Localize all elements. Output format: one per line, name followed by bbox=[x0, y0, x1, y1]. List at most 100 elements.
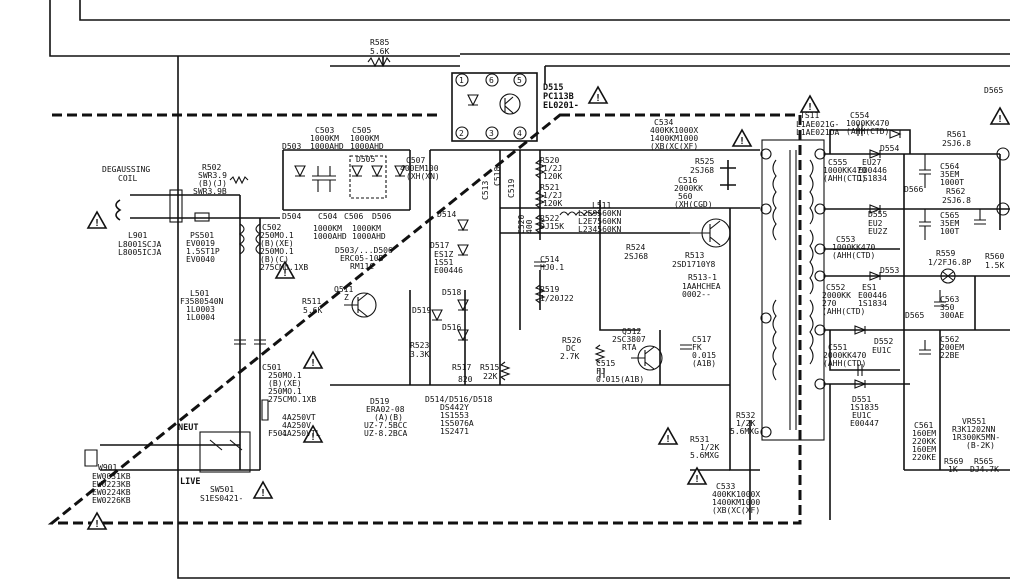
svg-text:R565: R565 bbox=[974, 457, 993, 466]
svg-text:EW0224KB: EW0224KB bbox=[92, 488, 131, 497]
svg-text:2SJ68: 2SJ68 bbox=[624, 252, 648, 261]
svg-text:1.5ST1P: 1.5ST1P bbox=[186, 247, 220, 256]
svg-text:1000KM: 1000KM bbox=[310, 134, 339, 143]
svg-text:D503/...D506: D503/...D506 bbox=[335, 246, 393, 255]
svg-text:1000KM: 1000KM bbox=[313, 224, 342, 233]
svg-text:2SD1710Y8: 2SD1710Y8 bbox=[672, 260, 716, 269]
svg-text:250MO.1: 250MO.1 bbox=[260, 247, 294, 256]
svg-text:C555: C555 bbox=[828, 158, 847, 167]
svg-text:Q511: Q511 bbox=[334, 285, 353, 294]
svg-text:(B)(J): (B)(J) bbox=[198, 179, 227, 188]
svg-text:200EM: 200EM bbox=[940, 343, 964, 352]
svg-text:R513-1: R513-1 bbox=[688, 273, 717, 282]
svg-text:C513: C513 bbox=[481, 181, 490, 200]
svg-text:E00446: E00446 bbox=[858, 166, 887, 175]
warning-icon: ! bbox=[989, 106, 1010, 125]
svg-text:ES1: ES1 bbox=[862, 283, 877, 292]
svg-text:EW0226KB: EW0226KB bbox=[92, 496, 131, 505]
svg-text:DS442Y: DS442Y bbox=[440, 403, 469, 412]
svg-text:SWR3.9B: SWR3.9B bbox=[193, 187, 227, 196]
svg-text:C533: C533 bbox=[716, 482, 735, 491]
svg-text:EU2Z: EU2Z bbox=[868, 227, 887, 236]
svg-text:EU2: EU2 bbox=[868, 219, 883, 228]
svg-text:(AHH(CTD): (AHH(CTD) bbox=[832, 251, 875, 260]
svg-text:DJ4.7K: DJ4.7K bbox=[970, 465, 999, 474]
svg-text:D504: D504 bbox=[282, 212, 301, 221]
svg-text:1.5K: 1.5K bbox=[985, 261, 1004, 270]
svg-text:R517: R517 bbox=[452, 363, 471, 372]
svg-text:C517: C517 bbox=[692, 335, 711, 344]
svg-text:(AHH(CTD): (AHH(CTD) bbox=[823, 359, 866, 368]
svg-text:!: ! bbox=[739, 136, 745, 147]
svg-text:R519: R519 bbox=[540, 285, 559, 294]
svg-text:EU1C: EU1C bbox=[852, 411, 871, 420]
svg-text:D551: D551 bbox=[852, 395, 871, 404]
svg-text:L901: L901 bbox=[128, 231, 147, 240]
svg-text:1S1834: 1S1834 bbox=[858, 299, 887, 308]
svg-text:1000AHD: 1000AHD bbox=[352, 232, 386, 241]
svg-text:2: 2 bbox=[459, 129, 464, 138]
svg-text:1L0004: 1L0004 bbox=[186, 313, 215, 322]
svg-text:C515: C515 bbox=[596, 359, 615, 368]
svg-text:5: 5 bbox=[517, 76, 522, 85]
svg-text:1400KM1000: 1400KM1000 bbox=[650, 134, 698, 143]
svg-text:C563: C563 bbox=[940, 295, 959, 304]
frame-lines bbox=[49, 0, 1010, 579]
svg-text:D514: D514 bbox=[437, 210, 456, 219]
svg-text:ERC05-10B: ERC05-10B bbox=[340, 254, 384, 263]
svg-text:220KK: 220KK bbox=[912, 437, 936, 446]
svg-text:R523: R523 bbox=[410, 341, 429, 350]
svg-text:EV0019: EV0019 bbox=[186, 239, 215, 248]
svg-text:PS501: PS501 bbox=[190, 231, 214, 240]
svg-text:L8001SCJA: L8001SCJA bbox=[118, 240, 162, 249]
svg-text:(B-2K): (B-2K) bbox=[966, 441, 995, 450]
c505-label: C505 bbox=[352, 126, 371, 135]
svg-text:1000KK470: 1000KK470 bbox=[846, 119, 890, 128]
svg-text:D519: D519 bbox=[412, 306, 431, 315]
svg-text:C519: C519 bbox=[507, 179, 516, 198]
svg-text:C551: C551 bbox=[828, 343, 847, 352]
svg-text:1000T: 1000T bbox=[940, 178, 964, 187]
svg-text:220KE: 220KE bbox=[912, 453, 936, 462]
svg-text:6: 6 bbox=[489, 76, 494, 85]
ts11-part1: L1AE021G- bbox=[796, 120, 839, 129]
svg-text:4A250V: 4A250V bbox=[282, 421, 311, 430]
svg-text:1000KK470: 1000KK470 bbox=[832, 243, 876, 252]
warning-icon: ! bbox=[657, 426, 679, 445]
svg-text:400: 400 bbox=[525, 219, 534, 234]
svg-text:100T: 100T bbox=[940, 227, 959, 236]
svg-text:R562: R562 bbox=[946, 187, 965, 196]
svg-text:!: ! bbox=[260, 488, 266, 499]
svg-text:560: 560 bbox=[678, 192, 693, 201]
component-labels: C534 400KK1000X 1400KM1000 (XB(XC(XF) C5… bbox=[92, 86, 1004, 515]
svg-text:D518: D518 bbox=[442, 288, 461, 297]
svg-text:SWR3.9: SWR3.9 bbox=[198, 171, 227, 180]
svg-text:4: 4 bbox=[517, 129, 522, 138]
svg-text:!: ! bbox=[94, 519, 100, 530]
svg-text:350: 350 bbox=[940, 303, 955, 312]
svg-text:E00447: E00447 bbox=[850, 419, 879, 428]
svg-text:1K: 1K bbox=[948, 465, 958, 474]
svg-text:4A250VTL: 4A250VTL bbox=[282, 429, 321, 438]
svg-text:R569: R569 bbox=[944, 457, 963, 466]
svg-text:2SJ6.8: 2SJ6.8 bbox=[942, 196, 971, 205]
ts11-label: TS11 bbox=[800, 111, 819, 120]
svg-text:1AAHCHEA: 1AAHCHEA bbox=[682, 282, 721, 291]
svg-text:5.6K: 5.6K bbox=[303, 306, 322, 315]
svg-text:(XH(XN): (XH(XN) bbox=[406, 172, 440, 181]
svg-text:R560: R560 bbox=[985, 252, 1004, 261]
primary-parts bbox=[431, 159, 692, 381]
svg-text:EU1C: EU1C bbox=[872, 346, 891, 355]
svg-text:2SJ6.8: 2SJ6.8 bbox=[942, 139, 971, 148]
svg-text:R3K1202NN: R3K1202NN bbox=[952, 425, 996, 434]
svg-text:R561: R561 bbox=[947, 130, 966, 139]
svg-text:R520: R520 bbox=[540, 156, 559, 165]
svg-text:L501: L501 bbox=[190, 289, 209, 298]
svg-text:1000AHD: 1000AHD bbox=[350, 142, 384, 151]
svg-text:2SC3807: 2SC3807 bbox=[612, 335, 646, 344]
svg-text:1000AHD: 1000AHD bbox=[313, 232, 347, 241]
svg-text:EW0223KB: EW0223KB bbox=[92, 480, 131, 489]
svg-text:400EM100: 400EM100 bbox=[400, 164, 439, 173]
svg-text:C518: C518 bbox=[493, 167, 502, 186]
svg-text:!: ! bbox=[694, 474, 700, 485]
